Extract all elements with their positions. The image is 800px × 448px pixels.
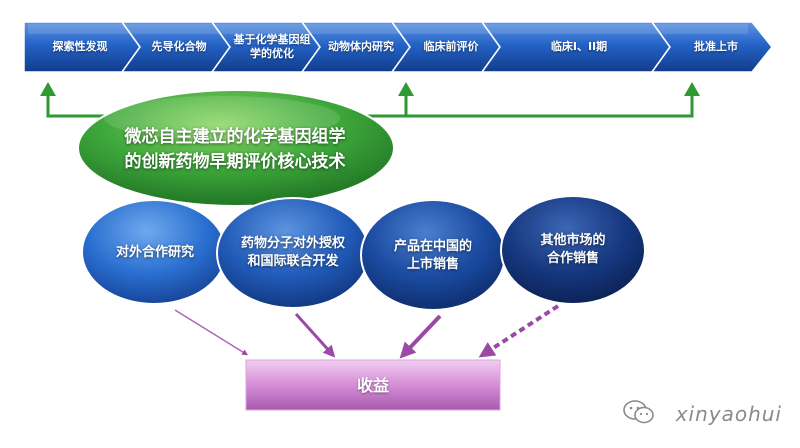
pipeline-label-preclinical: 临床前评价 (423, 40, 479, 53)
revenue-box (245, 359, 501, 411)
core-text-line1: 微芯自主建立的化学基因组学 (124, 127, 346, 147)
pipeline-label-clinical: 临床I、II期 (550, 40, 608, 53)
channel-2-line2: 和国际联合开发 (247, 254, 339, 269)
wechat-icon (623, 400, 654, 424)
pipeline-stage-approval (650, 21, 773, 73)
watermark-text: xinyaohui (675, 402, 782, 426)
feedback-arrowhead-right (684, 82, 700, 96)
channel-3-line1: 产品在中国的 (393, 239, 472, 254)
channel-text-cooperative-research: 对外合作研究 (90, 225, 220, 281)
pipeline-label-approval: 批准上市 (694, 40, 738, 53)
feedback-arrowhead-left (40, 82, 56, 96)
pipeline-bar (23, 21, 773, 73)
feedback-arrows (46, 93, 694, 118)
core-oval-gloss (104, 96, 340, 140)
core-technology-oval (77, 89, 395, 207)
channel-oval-other-markets (500, 195, 646, 305)
channel-4-line1: 其他市场的 (540, 233, 606, 248)
channel-text-china-sales: 产品在中国的 上市销售 (368, 228, 498, 284)
pipeline-label-lead-compound: 先导化合物 (151, 40, 207, 53)
revenue-label: 收益 (356, 376, 389, 395)
core-technology-text: 微芯自主建立的化学基因组学 的创新药物早期评价核心技术 (105, 112, 365, 188)
pipeline-label-optimization: 基于化学基因组学的优化 (233, 33, 311, 60)
feedback-line-right (340, 93, 694, 118)
core-text-line2: 的创新药物早期评价核心技术 (124, 152, 346, 172)
arrow-licensing-to-revenue (294, 312, 336, 358)
pipeline-label-animal-study: 动物体内研究 (328, 40, 394, 53)
channel-3-line2: 上市销售 (406, 257, 459, 272)
arrow-other-markets-to-revenue (478, 304, 560, 358)
channel-text-other-markets: 其他市场的 合作销售 (508, 222, 638, 278)
feedback-arrowhead-mid (398, 82, 414, 96)
channel-1-line1: 对外合作研究 (115, 245, 194, 260)
channel-4-line2: 合作销售 (546, 251, 599, 266)
channel-text-licensing: 药物分子对外授权 和国际联合开发 (228, 225, 358, 281)
channel-2-line1: 药物分子对外授权 (240, 236, 345, 251)
arrow-china-sales-to-revenue (399, 314, 442, 359)
pipeline-label-discovery: 探索性发现 (52, 40, 108, 53)
feedback-line (46, 93, 118, 118)
pipeline-highlight (28, 24, 748, 34)
arrow-cooperative-to-revenue (174, 309, 249, 356)
